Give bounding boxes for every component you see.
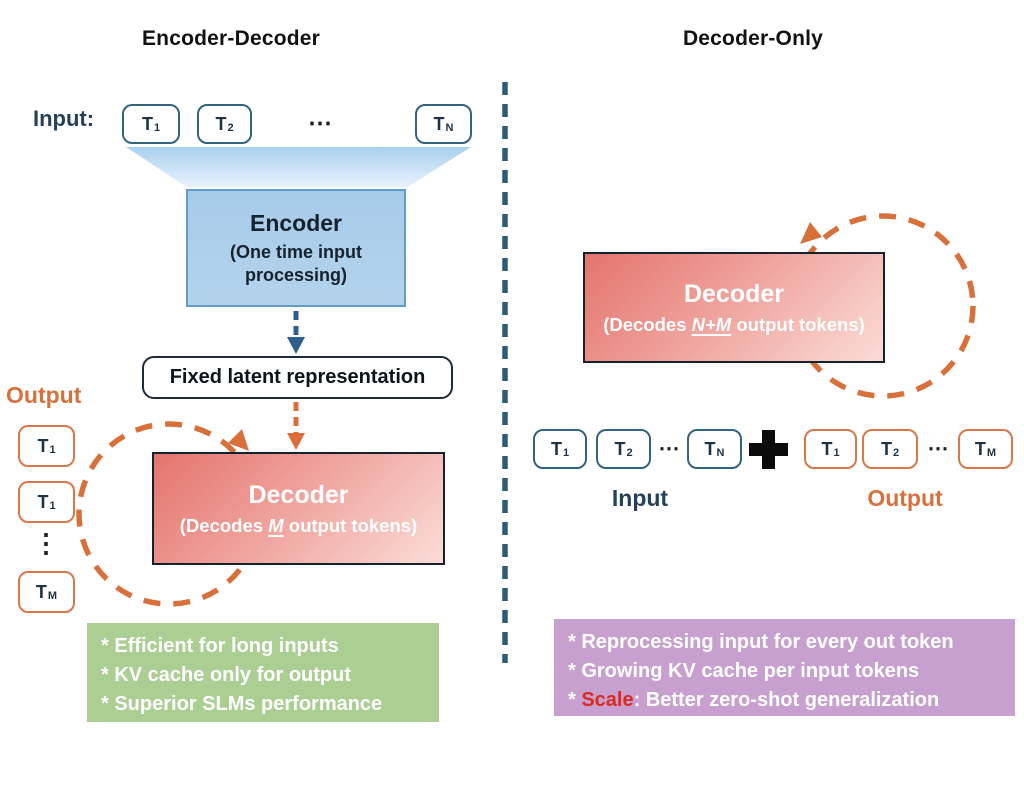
right-decoder-title: Decoder <box>683 279 785 308</box>
left-output-label: Output <box>6 382 82 408</box>
input-token-ellipsis: ⋯ <box>308 110 332 137</box>
encoder-to-latent-arrow <box>287 311 305 354</box>
note-line-scale: * Scale: Better zero-shot generalization <box>568 689 940 711</box>
input-funnel-shape <box>126 147 471 188</box>
note-line: * KV cache only for output <box>101 664 352 686</box>
latent-to-decoder-arrow <box>287 402 305 450</box>
right-output-ellipsis: ⋯ <box>927 437 949 460</box>
right-output-label: Output <box>867 485 943 511</box>
right-decoder-box: Decoder (Decodes N+M output tokens) <box>583 252 885 363</box>
encoder-box: Encoder (One time input processing) <box>186 189 406 307</box>
scale-highlight: Scale <box>581 689 634 711</box>
right-input-ellipsis: ⋯ <box>658 437 680 460</box>
encoder-subtitle: (One time input processing) <box>230 242 362 285</box>
right-column-title: Decoder-Only <box>682 27 824 50</box>
encoder-title: Encoder <box>249 210 343 236</box>
output-token-vertical-ellipsis: ⋮ <box>33 528 59 558</box>
left-decoder-box: Decoder (Decodes M output tokens) <box>152 452 445 565</box>
left-decoder-title: Decoder <box>248 480 349 509</box>
right-decoder-subtitle: (Decodes N+M output tokens) <box>603 313 865 335</box>
left-decoder-subtitle: (Decodes M output tokens) <box>179 514 418 536</box>
encoder-decoder-notes: * Efficient for long inputs * KV cache o… <box>87 623 439 722</box>
note-line: * Growing KV cache per input tokens <box>568 660 920 682</box>
left-input-label: Input: <box>33 106 95 131</box>
left-column-title: Encoder-Decoder <box>141 27 321 50</box>
note-line: * Efficient for long inputs <box>101 635 339 657</box>
fixed-latent-representation-box: Fixed latent representation <box>142 356 453 399</box>
plus-icon <box>749 430 788 469</box>
note-line: * Superior SLMs performance <box>101 693 383 715</box>
decoder-only-notes: * Reprocessing input for every out token… <box>554 619 1015 716</box>
note-line: * Reprocessing input for every out token <box>568 631 954 653</box>
plus-icon-vertical-bar <box>762 430 775 469</box>
right-input-label: Input <box>611 485 669 511</box>
